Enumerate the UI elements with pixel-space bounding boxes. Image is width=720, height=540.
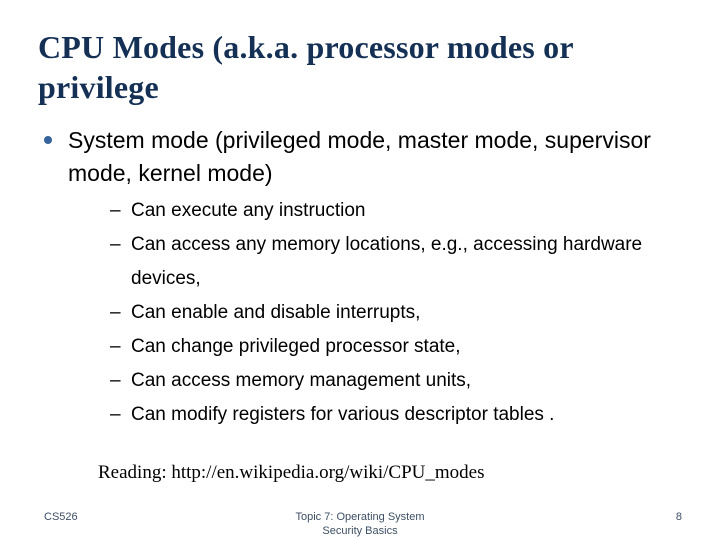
bullet-level2-text: Can access any memory locations, e.g., a… <box>131 234 643 289</box>
list-item: – Can access any memory locations, e.g.,… <box>110 228 686 296</box>
en-dash-icon: – <box>110 336 121 357</box>
reading-reference: Reading: http://en.wikipedia.org/wiki/CP… <box>98 462 485 483</box>
list-item: System mode (privileged mode, master mod… <box>38 124 686 432</box>
list-item: – Can access memory management units, <box>110 364 686 398</box>
en-dash-icon: – <box>110 200 121 221</box>
list-item: – Can enable and disable interrupts, <box>110 296 686 330</box>
en-dash-icon: – <box>110 404 121 425</box>
en-dash-icon: – <box>110 370 121 391</box>
bullet-level2-text: Can access memory management units, <box>131 370 472 391</box>
bullet-level2-text: Can change privileged processor state, <box>131 336 461 357</box>
bullet-level2-text: Can enable and disable interrupts, <box>131 302 421 323</box>
bullet-dot-icon <box>44 136 52 144</box>
slide-body: System mode (privileged mode, master mod… <box>38 124 686 438</box>
en-dash-icon: – <box>110 302 121 323</box>
sub-bullet-list: – Can execute any instruction – Can acce… <box>68 194 686 432</box>
footer-page-number: 8 <box>675 511 682 523</box>
footer-topic-line1: Topic 7: Operating System <box>295 511 425 523</box>
en-dash-icon: – <box>110 234 121 255</box>
bullet-level1-text: System mode (privileged mode, master mod… <box>68 127 651 186</box>
list-item: – Can execute any instruction <box>110 194 686 228</box>
slide-footer: CS526 Topic 7: Operating System Security… <box>0 508 720 540</box>
bullet-level2-text: Can modify registers for various descrip… <box>131 404 555 425</box>
list-item: – Can change privileged processor state, <box>110 330 686 364</box>
footer-course-code: CS526 <box>44 511 78 523</box>
footer-topic: Topic 7: Operating System Security Basic… <box>0 510 720 538</box>
list-item: – Can modify registers for various descr… <box>110 398 686 432</box>
footer-topic-line2: Security Basics <box>322 525 398 537</box>
bullet-level2-text: Can execute any instruction <box>131 200 366 221</box>
page-title: CPU Modes (a.k.a. processor modes or pri… <box>38 29 574 106</box>
